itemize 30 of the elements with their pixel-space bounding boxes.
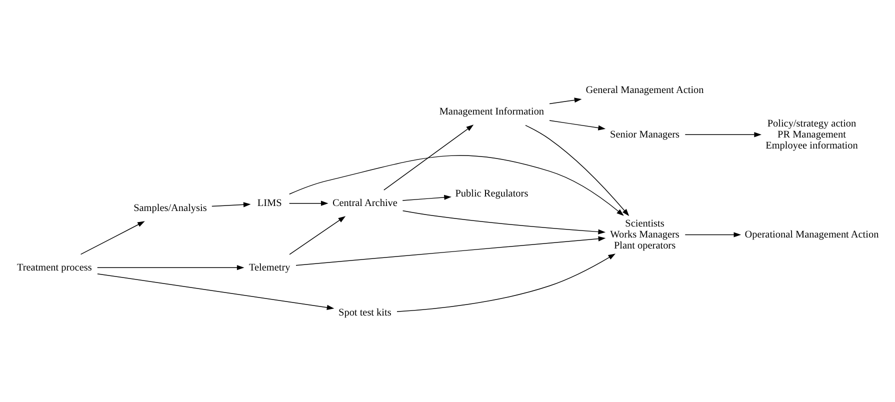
node-text: Samples/Analysis [134, 202, 207, 214]
node-text: Treatment process [16, 262, 92, 273]
arrow [684, 232, 742, 237]
node-text: General Management Action [586, 84, 704, 96]
arrow [525, 124, 630, 216]
arrow [549, 120, 606, 130]
node-text: Public Regulators [455, 188, 528, 200]
arrow [402, 210, 606, 234]
arrow [212, 202, 251, 207]
arrow [684, 132, 762, 137]
arrow [289, 216, 346, 254]
node-text: Senior Managers [610, 128, 680, 140]
node-text: Policy/strategy action PR Management Employee information [766, 118, 858, 151]
arrow [80, 220, 145, 254]
arrow [97, 264, 244, 270]
node-text: Central Archive [332, 198, 398, 209]
node-text: LIMS [257, 198, 282, 209]
node-text: Operational Management Action [744, 228, 879, 240]
arrow [549, 97, 582, 104]
node-text: Management Information [439, 106, 544, 118]
node-text: Telemetry [248, 262, 290, 273]
node-text: Scientists Works Managers Plant operators [610, 218, 680, 251]
arrow [396, 253, 616, 312]
arrow [289, 154, 624, 216]
arrow [402, 194, 452, 200]
arrow [296, 236, 606, 266]
arrow [288, 200, 328, 206]
node-text: Spot test kits [338, 307, 392, 318]
arrow [384, 124, 474, 190]
arrow [97, 272, 334, 310]
